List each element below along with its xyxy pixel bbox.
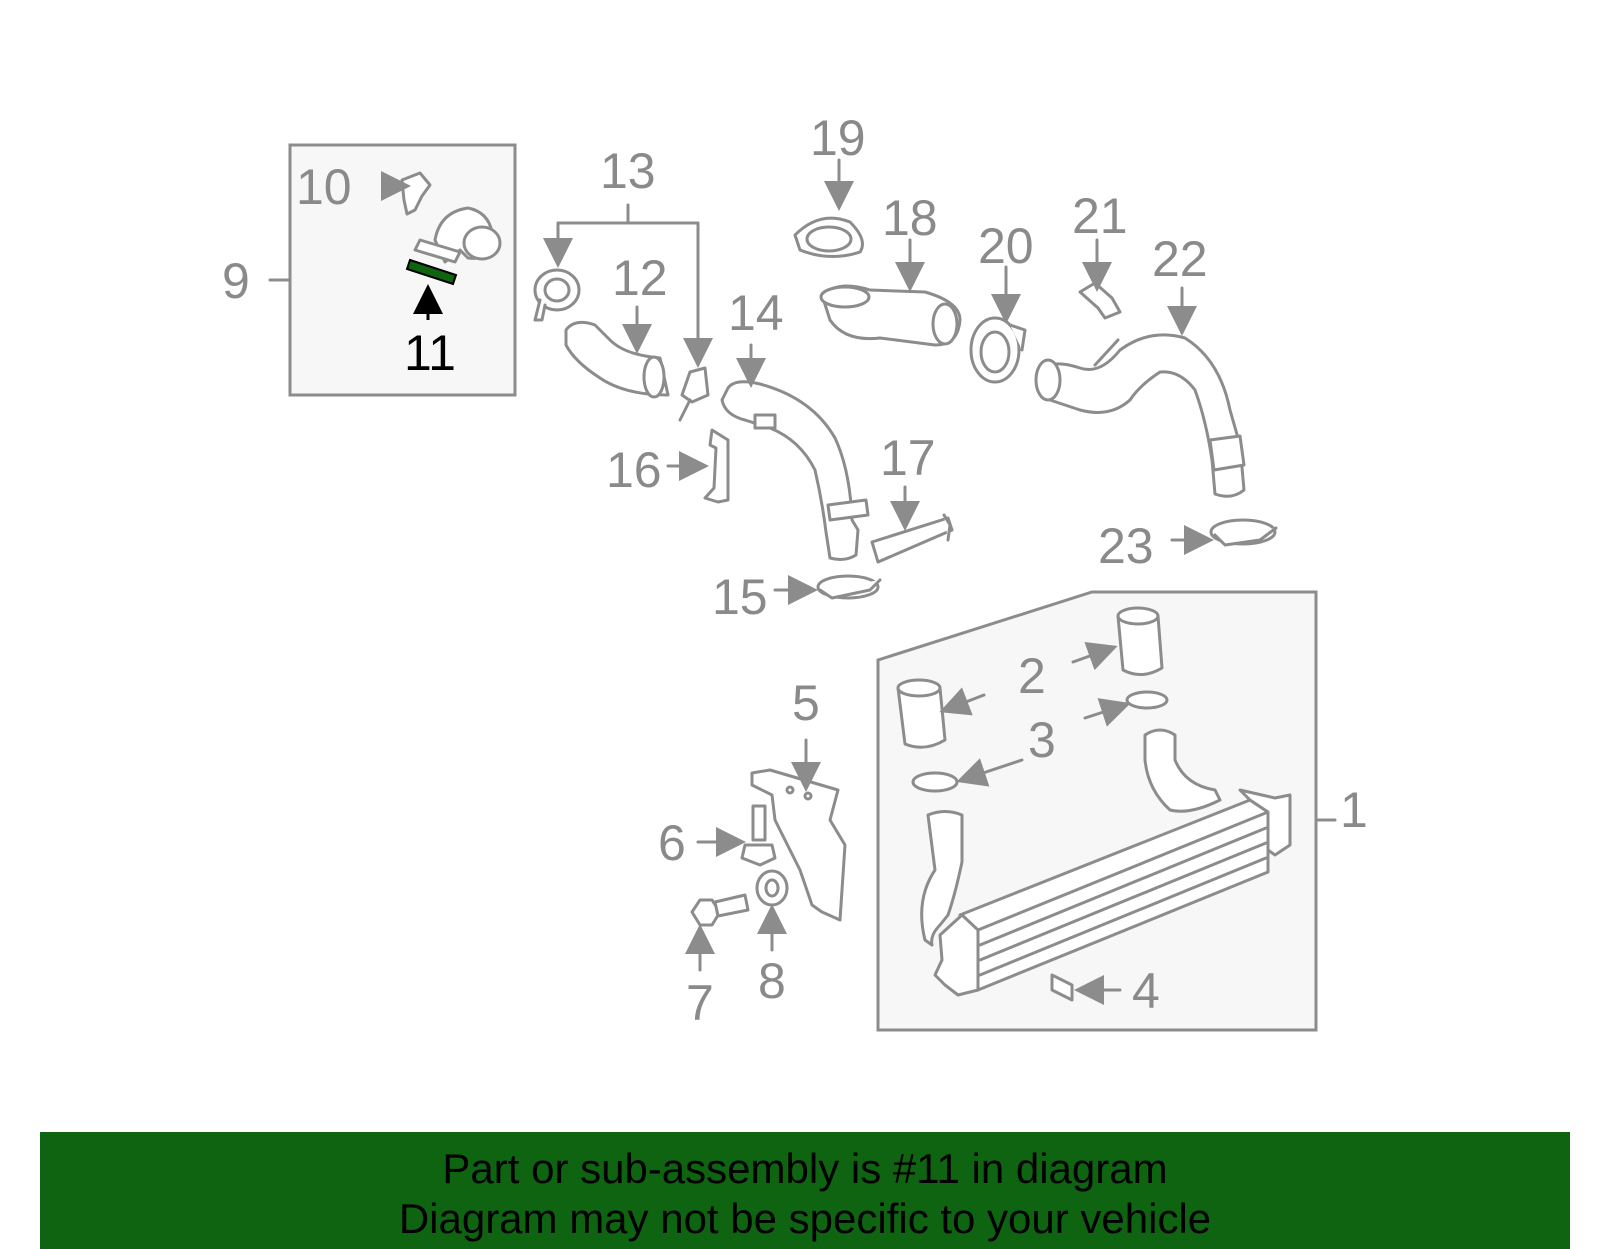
callout-21: 21: [1072, 188, 1128, 244]
banner-line-1: Part or sub-assembly is #11 in diagram: [442, 1145, 1168, 1192]
callout-10: 10: [296, 159, 352, 215]
callout-3: 3: [1028, 712, 1056, 768]
gasket-part-11[interactable]: [405, 258, 458, 286]
callout-5: 5: [792, 675, 820, 731]
hose-part-12: [564, 320, 670, 399]
callout-18: 18: [882, 190, 938, 246]
clamp-part-20: [969, 316, 1027, 384]
clamp-part-3-left: [911, 771, 959, 793]
callout-14: 14: [728, 285, 784, 341]
clip-part-21: [1078, 281, 1122, 320]
callout-13-bracket: [543, 203, 713, 368]
callout-22: 22: [1152, 231, 1208, 287]
clamp-part-15: [816, 574, 882, 600]
callout-19: 19: [810, 110, 866, 166]
tab-part-4: [1050, 973, 1074, 1002]
clamp-part-13-right: [678, 366, 710, 422]
bolt-part-6: [740, 804, 777, 867]
nut-part-8: [755, 869, 789, 907]
callout-2: 2: [1018, 648, 1046, 704]
bracket-part-16: [703, 428, 730, 504]
callout-17: 17: [880, 430, 936, 486]
pipe-part-14: [720, 380, 870, 561]
callout-20: 20: [978, 218, 1034, 274]
callout-16: 16: [606, 442, 662, 498]
callout-23: 23: [1098, 518, 1154, 574]
callout-1: 1: [1340, 782, 1368, 838]
banner-line-2: Diagram may not be specific to your vehi…: [398, 1195, 1212, 1242]
clamp-part-23: [1209, 518, 1278, 547]
callout-13: 13: [600, 143, 656, 199]
info-banner: Part or sub-assembly is #11 in diagram D…: [40, 1132, 1570, 1249]
bolt-part-7: [690, 893, 750, 927]
bracket-part-17: [870, 513, 954, 564]
intercooler-part-1: [920, 728, 1292, 997]
coupler-part-2-right: [1116, 606, 1164, 676]
callout-4: 4: [1132, 963, 1160, 1019]
callout-11: 11: [404, 325, 456, 381]
elbow-tube-part-9: [413, 206, 502, 264]
hose-part-18: [819, 284, 962, 347]
callout-6: 6: [658, 815, 686, 871]
callout-12: 12: [612, 250, 668, 306]
callout-9: 9: [222, 253, 250, 309]
clamp-part-19: [793, 216, 864, 258]
callout-7: 7: [686, 975, 714, 1031]
callout-8: 8: [758, 953, 786, 1009]
pipe-part-22: [1034, 333, 1246, 498]
callout-15: 15: [712, 569, 768, 625]
coupler-part-2-left: [896, 678, 947, 749]
clamp-part-3-right: [1125, 690, 1169, 710]
clamp-part-13-left: [533, 268, 581, 322]
